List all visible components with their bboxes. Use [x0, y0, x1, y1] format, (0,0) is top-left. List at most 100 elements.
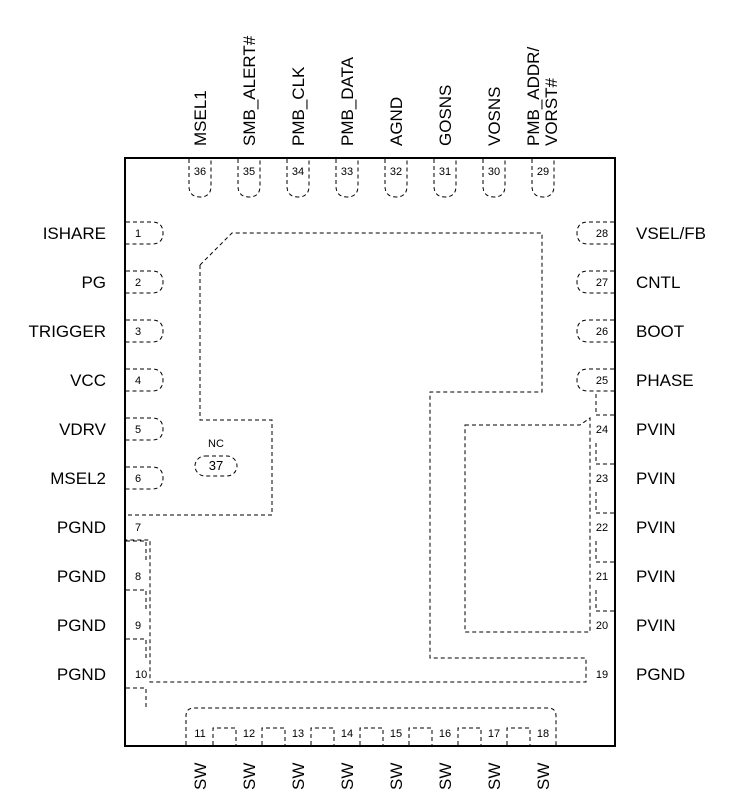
pin-label: SW — [338, 763, 357, 790]
pin-number: 1 — [135, 228, 141, 240]
pin-label: PGND — [57, 665, 106, 684]
pin-number: 21 — [596, 571, 608, 583]
pin-label: TRIGGER — [29, 322, 106, 341]
pin-number: 5 — [135, 424, 141, 436]
pin-number: 3 — [135, 326, 141, 338]
package-outline — [124, 157, 616, 747]
pin-label: PGND — [57, 518, 106, 537]
pin-label: PMB_DATA — [338, 56, 357, 146]
pin-pad — [126, 638, 147, 661]
pin-pad — [531, 159, 555, 198]
pin-pad — [595, 491, 614, 514]
pin-pad — [126, 589, 147, 612]
pin-label: MSEL2 — [50, 469, 106, 488]
pin-label: PMB_CLK — [289, 66, 308, 146]
pin-pad — [457, 727, 482, 745]
pin-label: PMB_ADDR/ — [524, 47, 543, 146]
pin-pad — [188, 159, 212, 198]
pin-number: 25 — [596, 375, 608, 387]
pin-number: 7 — [135, 522, 141, 534]
pin-number: 16 — [439, 728, 451, 740]
pin-27: 27 CNTL — [576, 270, 680, 294]
pin-pad — [576, 368, 614, 392]
pin-label: SW — [289, 763, 308, 790]
pin-30: 30 VOSNS — [482, 86, 506, 198]
pin-label: PVIN — [636, 518, 676, 537]
pin-number: 14 — [341, 728, 353, 740]
pin-21: 21 PVIN — [595, 540, 676, 586]
pin-number: 8 — [135, 571, 141, 583]
pin-pad — [335, 159, 359, 198]
pin-number: 28 — [596, 228, 608, 240]
pin-pad — [286, 159, 310, 198]
pin-label: PVIN — [636, 469, 676, 488]
pin-label: PVIN — [636, 567, 676, 586]
pin-pad — [310, 727, 335, 745]
pin-number: 33 — [341, 166, 353, 178]
pin-number: 26 — [596, 326, 608, 338]
pin-number: 30 — [488, 166, 500, 178]
pin-pad — [126, 270, 164, 294]
pin-label: PGND — [57, 567, 106, 586]
pin-number: 6 — [135, 473, 141, 485]
pin-number: 13 — [292, 728, 304, 740]
pin-25: 25 PHASE — [576, 368, 694, 392]
pin-pad — [126, 368, 164, 392]
pin-label: CNTL — [636, 273, 680, 292]
pin-label: VOSNS — [485, 86, 504, 146]
pin-label: PHASE — [636, 371, 694, 390]
pin-pad — [384, 159, 408, 198]
pin-pad — [237, 159, 261, 198]
pin-number: 36 — [194, 166, 206, 178]
pin-label: VDRV — [59, 420, 107, 439]
pin-pad — [408, 727, 433, 745]
pin-number: 24 — [596, 424, 608, 436]
pin-pad — [482, 159, 506, 198]
pin-number: 18 — [537, 728, 549, 740]
pad-outline-pgnd-left — [126, 232, 587, 683]
pin-7: 7 PGND — [57, 518, 147, 563]
pin-number: 27 — [596, 277, 608, 289]
center-pad-number: 37 — [209, 458, 223, 473]
pin-number: 34 — [292, 166, 304, 178]
pin-pad — [595, 589, 614, 612]
center-pad-label: NC — [208, 438, 224, 450]
pin-label: PGND — [636, 665, 685, 684]
pin-label-18: SW — [534, 763, 553, 790]
pin-label: MSEL1 — [191, 90, 210, 146]
pin-33: 33 PMB_DATA — [335, 56, 359, 198]
pin-label: SW — [191, 763, 210, 790]
pin-pad — [506, 727, 531, 745]
pin-3: 3 TRIGGER — [29, 319, 164, 343]
pin-pad — [576, 221, 614, 245]
pin-pad — [126, 319, 164, 343]
pad-outline-control — [126, 265, 273, 516]
pad-outline-pvin — [464, 417, 591, 633]
pin-number: 15 — [390, 728, 402, 740]
left-pin-group: 1ISHARE2PG3TRIGGER4VCC5VDRV6MSEL27PGND8P… — [29, 221, 164, 710]
pin-number: 20 — [596, 620, 608, 632]
pin-label: SW — [485, 763, 504, 790]
pin-label: PG — [81, 273, 106, 292]
pin-label: PGND — [57, 616, 106, 635]
pin-2: 2PG — [81, 270, 164, 294]
pin-label: SW — [436, 763, 455, 790]
